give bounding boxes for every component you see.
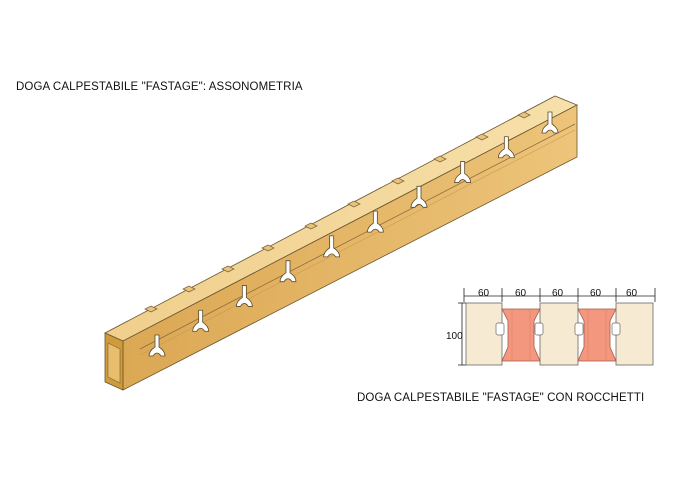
detail-title: DOGA CALPESTABILE "FASTAGE" CON ROCCHETT…	[357, 392, 645, 404]
dim-label-4: 60	[590, 288, 602, 299]
side-slots	[148, 111, 559, 357]
isometric-title: DOGA CALPESTABILE "FASTAGE": ASSONOMETRI…	[16, 81, 303, 93]
detail-board-3	[611, 302, 654, 366]
isometric-board	[104, 95, 578, 391]
dim-label-1: 60	[478, 288, 490, 299]
board-groove-line-2	[139, 129, 576, 356]
keyhole-slot	[497, 136, 515, 159]
keyhole-slot	[279, 260, 297, 283]
dim-label-5: 60	[626, 288, 638, 299]
dim-ticks	[463, 288, 656, 302]
detail-board-2	[534, 302, 584, 366]
detail-drawing: 60 60 60 60 60 100	[446, 288, 656, 366]
keyhole-slot	[235, 285, 253, 307]
detail-board-1	[465, 302, 505, 366]
dim-label-2: 60	[515, 288, 527, 299]
keyhole-slot	[148, 334, 166, 357]
keyhole-slot	[192, 309, 210, 332]
keyhole-slot	[366, 210, 384, 233]
detail-spool-2	[577, 308, 617, 362]
keyhole-slot	[541, 111, 559, 134]
board-end-opening	[107, 342, 121, 384]
dim-label-3: 60	[552, 288, 564, 299]
board-top-face	[104, 95, 578, 342]
keyhole-slot	[454, 161, 472, 183]
top-notches	[144, 111, 531, 313]
keyhole-slot	[323, 235, 341, 258]
keyhole-slot	[410, 185, 428, 208]
dim-label-height: 100	[446, 331, 463, 342]
detail-spool-1	[501, 308, 541, 362]
board-groove-line	[139, 123, 576, 350]
